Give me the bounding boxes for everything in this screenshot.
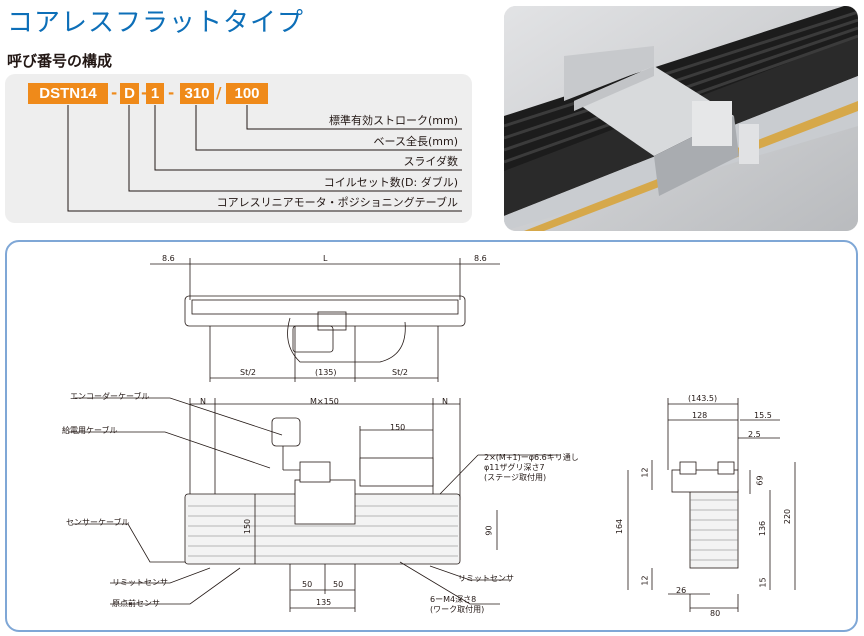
dim-150-horizontal: 150 [390,423,406,432]
dim-50-a: 50 [302,580,313,589]
dim-69: 69 [755,475,765,486]
dim-st-half-left: St/2 [240,368,256,377]
dim-12-top: 12 [640,467,650,478]
dim-220: 220 [783,508,793,525]
code-separator: - [111,84,118,102]
page-title: コアレスフラットタイプ [7,8,305,38]
label-sensor-cable: センサーケーブル [66,518,130,527]
note-mounting-holes: 2×(M+1)ーφ6.6キリ通し [484,453,579,462]
dim-26: 26 [676,586,687,595]
dim-143-5: (143.5) [688,394,718,403]
label-encoder-cable: エンコーダーケーブル [70,392,150,401]
dim-L: L [323,254,328,263]
dim-M-x-150: M×150 [310,397,339,406]
dim-st-half-right: St/2 [392,368,408,377]
dim-50-b: 50 [333,580,344,589]
dim-135-bottom: 135 [316,598,332,607]
dim-128: 128 [692,411,708,420]
label-slider-count: スライダ数 [403,155,458,168]
dim-15: 15 [758,577,768,588]
note-stage-mount: (ステージ取付用) [484,473,547,482]
dim-15-5: 15.5 [754,411,772,420]
code-segment-slider: 1 [146,83,164,104]
dim-80: 80 [710,609,721,618]
dim-N-right: N [442,397,448,406]
code-separator: / [216,84,222,102]
section-heading: 呼び番号の構成 [7,52,113,70]
product-photo [504,6,858,231]
label-limit-sensor-right: リミットセンサ [458,574,514,583]
dim-90: 90 [484,525,494,536]
note-counterbore: φ11ザグリ深さ7 [484,463,545,472]
dim-N-left: N [200,397,206,406]
note-tapped-holes: 6ーM4深さ8 [430,595,477,604]
code-segment-coil: D [120,83,139,104]
label-power-cable: 給電用ケーブル [62,426,118,435]
label-stroke: 標準有効ストローク(mm) [328,114,458,127]
dim-136: 136 [758,520,768,537]
code-separator: - [141,84,148,102]
label-origin-sensor: 原点前センサ [112,599,160,608]
dim-150-vertical: 150 [243,518,253,535]
note-work-mount: (ワーク取付用) [430,605,485,614]
dim-12-bottom: 12 [640,575,650,586]
dim-135-top: (135) [315,368,337,377]
dim-8-6-right: 8.6 [474,254,487,263]
dim-8-6-left: 8.6 [162,254,175,263]
code-segment-base-length: 310 [180,83,214,104]
code-segment-series: DSTN14 [28,83,108,104]
code-leader-lines [67,105,462,212]
label-coil-sets: コイルセット数(D: ダブル) [323,176,458,189]
code-segment-stroke: 100 [226,83,268,104]
dim-2-5: 2.5 [748,430,761,439]
label-product-type: コアレスリニアモータ・ポジショニングテーブル [216,196,458,209]
dim-164: 164 [615,518,625,535]
label-limit-sensor-left: リミットセンサ [112,578,168,587]
label-base-length: ベース全長(mm) [373,135,458,148]
code-separator: - [168,84,175,102]
